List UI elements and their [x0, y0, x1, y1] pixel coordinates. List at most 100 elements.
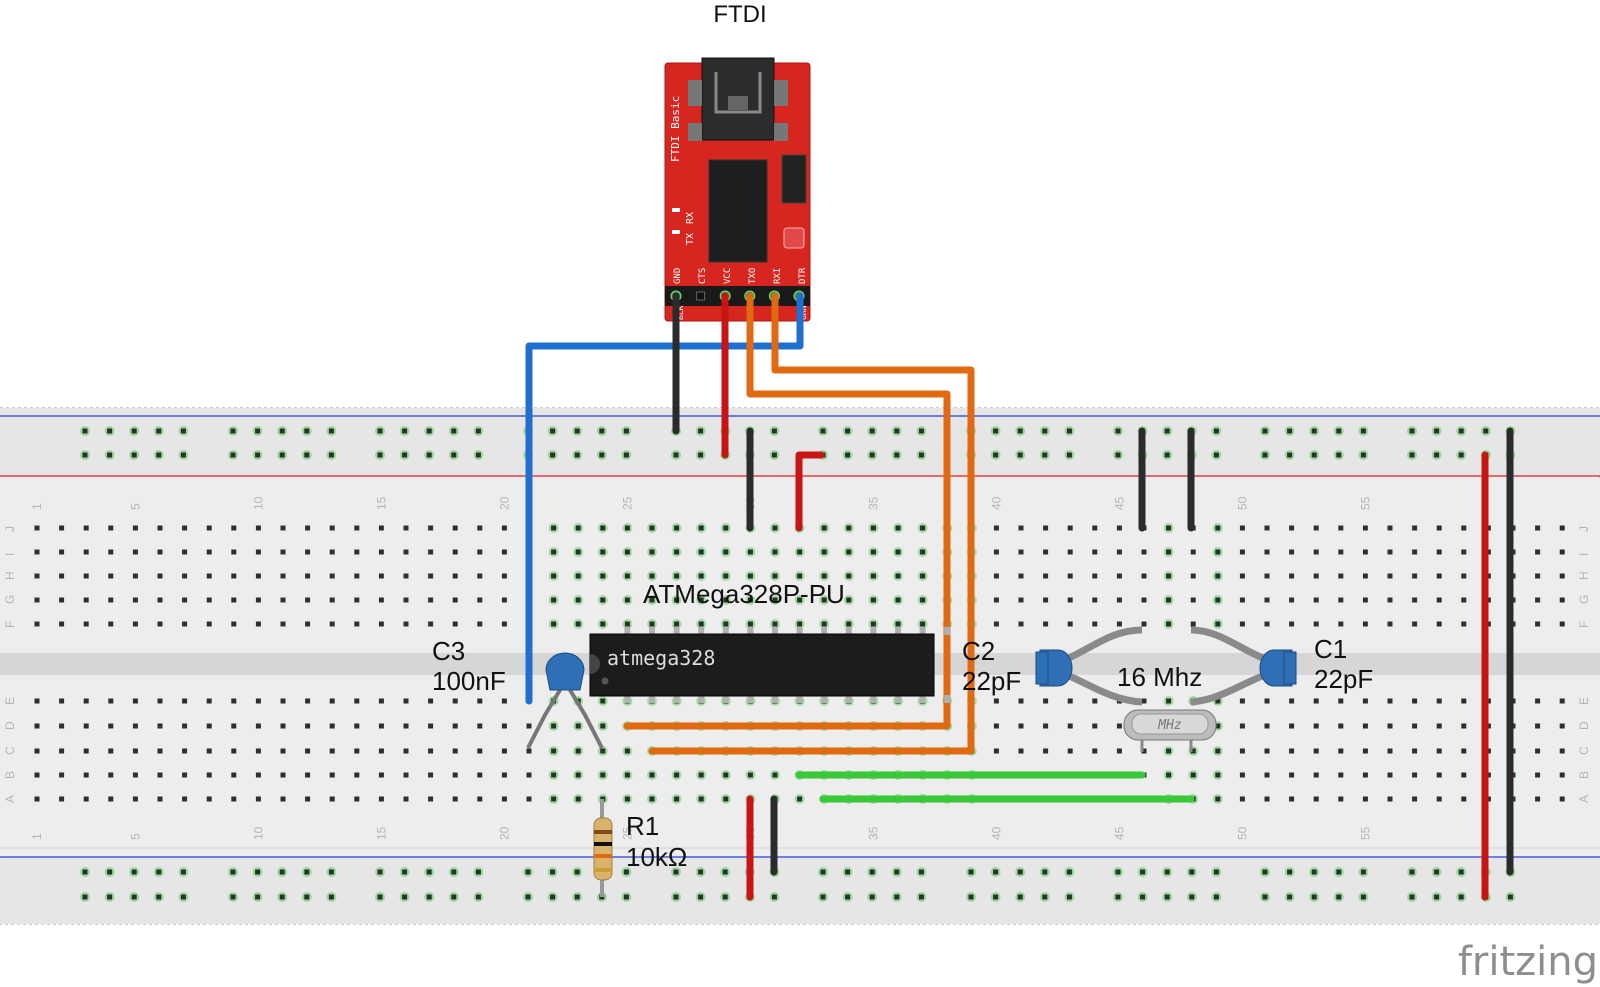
chip-pin [944, 695, 951, 703]
rail-hole [1164, 894, 1170, 900]
breadboard-hole [403, 621, 409, 627]
breadboard-hole [1264, 796, 1270, 802]
breadboard-hole [698, 573, 704, 579]
breadboard-hole [1264, 723, 1270, 729]
breadboard-hole [231, 796, 237, 802]
row-letter: A [3, 795, 17, 803]
breadboard-hole [1412, 573, 1418, 579]
rail-hole [131, 452, 137, 458]
breadboard-hole [231, 549, 237, 555]
breadboard-hole [1436, 796, 1442, 802]
breadboard-hole [1461, 748, 1467, 754]
rail-hole [894, 452, 900, 458]
breadboard-hole [1412, 621, 1418, 627]
chip-pin [870, 627, 877, 635]
breadboard-hole [1141, 698, 1147, 704]
rail-hole [230, 428, 236, 434]
breadboard-hole [846, 621, 852, 627]
breadboard-hole [1436, 698, 1442, 704]
breadboard-hole [354, 621, 360, 627]
breadboard-hole [108, 698, 114, 704]
rail-hole [869, 894, 875, 900]
breadboard-hole [452, 573, 458, 579]
breadboard-hole [1215, 549, 1221, 555]
breadboard-hole [1264, 549, 1270, 555]
breadboard-hole [1436, 525, 1442, 531]
breadboard-hole [526, 723, 532, 729]
breadboard-hole [34, 549, 40, 555]
breadboard-hole [698, 621, 704, 627]
chip-pin [698, 627, 705, 635]
breadboard-hole [1067, 549, 1073, 555]
breadboard-hole [870, 597, 876, 603]
rail-hole [1360, 452, 1366, 458]
rail-hole [304, 428, 310, 434]
chip-pin [673, 695, 680, 703]
ftdi-pin-label: DTR [798, 267, 808, 284]
breadboard-hole [600, 748, 606, 754]
breadboard-hole [378, 748, 384, 754]
breadboard-hole [1166, 698, 1172, 704]
breadboard-hole [1215, 597, 1221, 603]
breadboard-hole [206, 723, 212, 729]
rail-hole [1140, 869, 1146, 875]
rail-hole [377, 894, 383, 900]
breadboard-hole [477, 549, 483, 555]
breadboard-hole [132, 723, 138, 729]
breadboard-hole [354, 573, 360, 579]
breadboard-hole [501, 549, 507, 555]
rail-hole [550, 894, 556, 900]
bottom-power-rail [0, 858, 1600, 924]
breadboard-hole [920, 573, 926, 579]
rail-hole [820, 869, 826, 875]
rail-hole [1262, 869, 1268, 875]
breadboard-hole [231, 525, 237, 531]
r1-name: R1 [626, 811, 659, 841]
breadboard-hole [157, 796, 163, 802]
rail-hole [673, 452, 679, 458]
breadboard-hole [723, 621, 729, 627]
breadboard-hole [1092, 621, 1098, 627]
breadboard-hole [452, 772, 458, 778]
breadboard-hole [280, 597, 286, 603]
breadboard-hole [624, 772, 630, 778]
rail-hole [475, 452, 481, 458]
breadboard-hole [551, 772, 557, 778]
rail-hole [377, 428, 383, 434]
breadboard-hole [1264, 621, 1270, 627]
breadboard-hole [698, 525, 704, 531]
rail-hole [574, 428, 580, 434]
column-number-bottom: 25 [620, 826, 634, 840]
breadboard-hole [157, 772, 163, 778]
ftdi-pin-label: RXI [773, 268, 783, 284]
breadboard-hole [1559, 597, 1565, 603]
column-number-top: 55 [1358, 496, 1372, 510]
breadboard-hole [329, 748, 335, 754]
breadboard-hole [1190, 573, 1196, 579]
breadboard-hole [600, 573, 606, 579]
breadboard-hole [1239, 549, 1245, 555]
breadboard-hole [83, 723, 89, 729]
breadboard-hole [993, 597, 999, 603]
breadboard-hole [280, 698, 286, 704]
breadboard-hole [452, 549, 458, 555]
rail-hole [599, 428, 605, 434]
rail-hole [1140, 894, 1146, 900]
rail-hole [1360, 894, 1366, 900]
breadboard-hole [1412, 772, 1418, 778]
breadboard-hole [1116, 748, 1122, 754]
breadboard-hole [870, 621, 876, 627]
breadboard-hole [231, 698, 237, 704]
capacitor-c3: C3 100nF [432, 636, 604, 749]
crystal-name: 16 Mhz [1117, 662, 1202, 692]
rail-hole [131, 894, 137, 900]
breadboard-hole [132, 796, 138, 802]
breadboard-hole [870, 525, 876, 531]
breadboard-hole [1338, 723, 1344, 729]
breadboard-hole [723, 525, 729, 531]
chip-pin [796, 695, 803, 703]
breadboard-hole [1313, 573, 1319, 579]
breadboard-hole [1436, 573, 1442, 579]
rail-hole [1164, 452, 1170, 458]
column-number-bottom: 20 [497, 826, 511, 840]
